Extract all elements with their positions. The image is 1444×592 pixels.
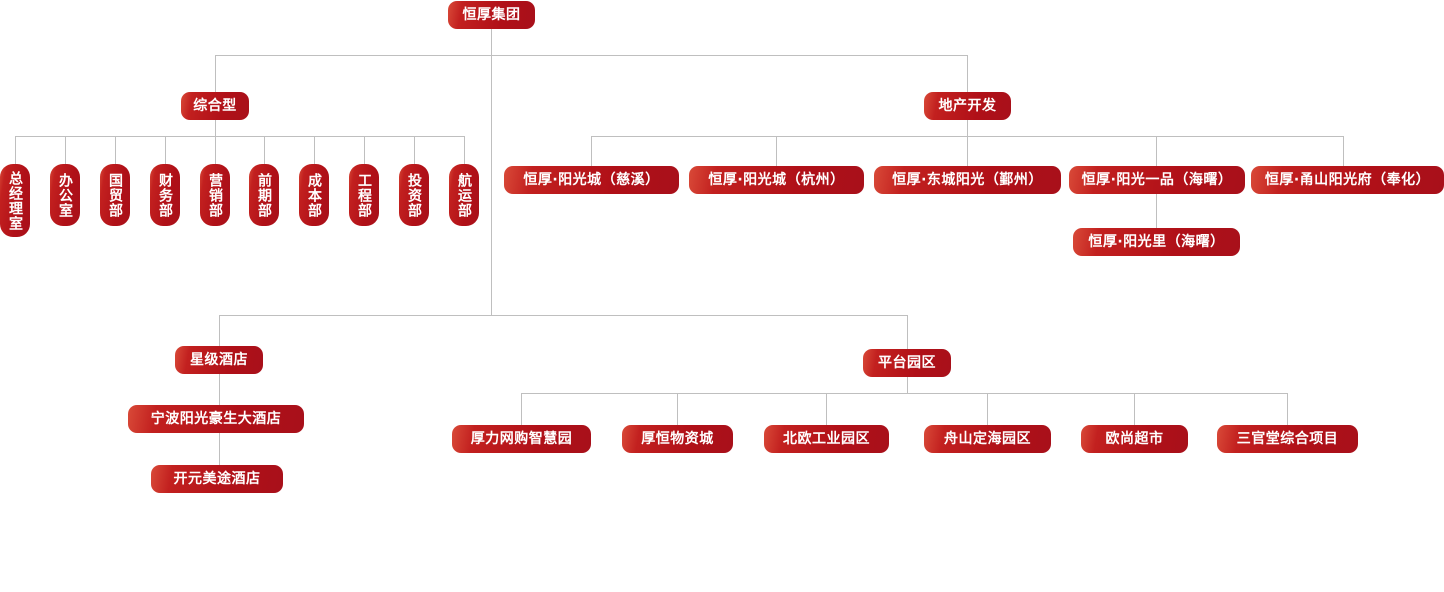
connector-root-down	[491, 29, 492, 55]
node-dept-preliminary[interactable]: 前期部	[249, 164, 279, 226]
node-project-dongcheng-sunshine-yinzhou[interactable]: 恒厚·东城阳光（鄞州）	[874, 166, 1061, 194]
connector-dept-bus	[15, 136, 464, 137]
connector-project-drop-2	[776, 136, 777, 166]
node-dept-international-trade[interactable]: 国贸部	[100, 164, 130, 226]
connector-dept-drop-7	[314, 136, 315, 164]
node-branch-comprehensive[interactable]: 综合型	[181, 92, 249, 120]
connector-park-drop-4	[987, 393, 988, 425]
connector-park-drop-6	[1287, 393, 1288, 425]
node-project-yongshan-sunshine-fenghua[interactable]: 恒厚·甬山阳光府（奉化）	[1251, 166, 1444, 194]
connector-hotels-down	[219, 315, 220, 348]
connector-project-drop-5	[1343, 136, 1344, 166]
node-dept-finance[interactable]: 财务部	[150, 164, 180, 226]
connector-park-drop-3	[826, 393, 827, 425]
node-park-zhoushan-dinghai-park[interactable]: 舟山定海园区	[924, 425, 1051, 453]
connector-sunshine-li	[1156, 194, 1157, 228]
connector-dept-drop-2	[65, 136, 66, 164]
connector-park-drop-2	[677, 393, 678, 425]
connector-dept-drop-3	[115, 136, 116, 164]
connector-root-lower-stem	[491, 55, 492, 315]
connector-project-drop-1	[591, 136, 592, 166]
node-branch-hotels[interactable]: 星级酒店	[175, 346, 263, 374]
connector-realestate-stem	[967, 120, 968, 136]
connector-parks-down	[907, 315, 908, 349]
connector-park-drop-5	[1134, 393, 1135, 425]
node-project-sunshine-city-hangzhou[interactable]: 恒厚·阳光城（杭州）	[689, 166, 864, 194]
node-dept-marketing[interactable]: 营销部	[200, 164, 230, 226]
connector-lower-bus	[219, 315, 907, 316]
node-dept-general-manager-office[interactable]: 总经理室	[0, 164, 30, 237]
node-project-sunshine-city-cixi[interactable]: 恒厚·阳光城（慈溪）	[504, 166, 679, 194]
connector-dept-drop-4	[165, 136, 166, 164]
node-dept-investment[interactable]: 投资部	[399, 164, 429, 226]
node-hotel-kaiyuan-meitu[interactable]: 开元美途酒店	[151, 465, 283, 493]
node-branch-realestate[interactable]: 地产开发	[924, 92, 1011, 120]
node-branch-parks[interactable]: 平台园区	[863, 349, 951, 377]
connector-dept-drop-1	[15, 136, 16, 164]
node-root-group[interactable]: 恒厚集团	[448, 1, 535, 29]
connector-park-drop-1	[521, 393, 522, 425]
connector-comprehensive-down	[215, 55, 216, 92]
node-park-nordic-industrial-park[interactable]: 北欧工业园区	[764, 425, 889, 453]
connector-dept-drop-9	[414, 136, 415, 164]
connector-dept-drop-5	[215, 136, 216, 164]
node-dept-engineering[interactable]: 工程部	[349, 164, 379, 226]
node-park-auchan-supermarket[interactable]: 欧尚超市	[1081, 425, 1188, 453]
connector-project-drop-4	[1156, 136, 1157, 166]
connector-project-drop-3	[967, 136, 968, 166]
node-project-sunshine-yipin-haishu[interactable]: 恒厚·阳光一品（海曙）	[1069, 166, 1245, 194]
node-dept-shipping[interactable]: 航运部	[449, 164, 479, 226]
node-hotel-ningbo-sunshine-howard-johnson[interactable]: 宁波阳光豪生大酒店	[128, 405, 304, 433]
connector-comprehensive-stem	[215, 120, 216, 136]
connector-level2-bus	[215, 55, 968, 56]
connector-parks-stem	[907, 377, 908, 393]
node-dept-office[interactable]: 办公室	[50, 164, 80, 226]
connector-parks-bus	[521, 393, 1288, 394]
connector-dept-drop-6	[264, 136, 265, 164]
node-park-houheng-material-city[interactable]: 厚恒物资城	[622, 425, 733, 453]
connector-dept-drop-8	[364, 136, 365, 164]
connector-realestate-down	[967, 55, 968, 92]
connector-dept-drop-10	[464, 136, 465, 164]
node-dept-cost[interactable]: 成本部	[299, 164, 329, 226]
node-park-sanguantang-complex[interactable]: 三官堂综合项目	[1217, 425, 1358, 453]
node-park-houli-shopping-smart-park[interactable]: 厚力网购智慧园	[452, 425, 591, 453]
node-project-sunshine-li-haishu[interactable]: 恒厚·阳光里（海曙）	[1073, 228, 1240, 256]
